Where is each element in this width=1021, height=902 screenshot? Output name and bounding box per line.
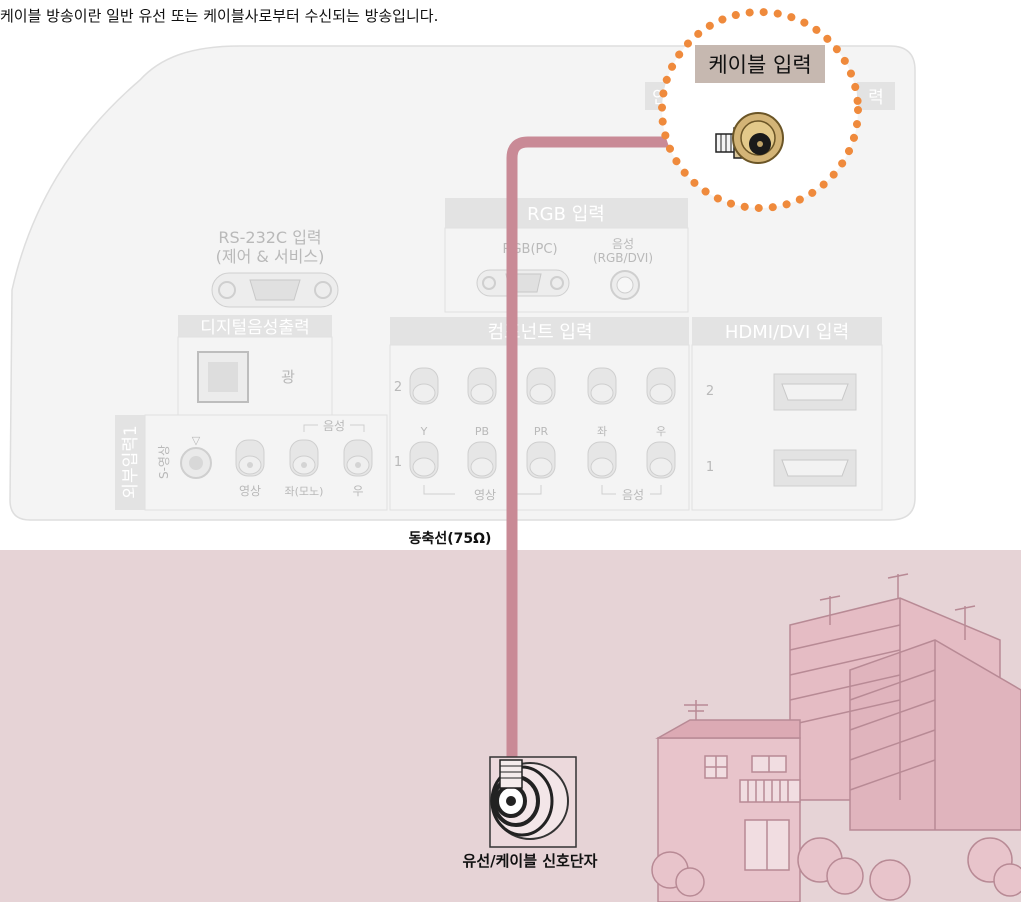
rgb-audio-jack[interactable] [610,270,640,300]
component-video-label: 영상 [474,488,496,502]
component-pb-label: PB [475,425,489,438]
hdmi-title: HDMI/DVI 입력 [725,322,849,343]
component-row1-jacks[interactable] [409,441,676,479]
svg-text:▽: ▽ [192,434,201,447]
component-row2-label: 2 [394,380,402,395]
wall-outlet-jack[interactable] [489,756,577,848]
external1-video-label: 영상 [239,484,261,498]
rgb-audio-label: 음성 [612,237,634,251]
external1-left-label: 좌(모노) [285,485,324,498]
external1-title: 외부입력1 [121,425,141,498]
rgb-audio-sub: (RGB/DVI) [593,251,653,265]
digital-audio-title: 디지털음성출력 [200,318,309,338]
component-right-label: 우 [656,425,666,438]
cable-input-label: 케이블 입력 [708,53,811,77]
rs232c-subtitle: (제어 & 서비스) [216,247,325,266]
component-audio-label: 음성 [622,488,644,502]
apartment-buildings-illustration [651,573,1021,902]
svideo-label: S-영상 [157,445,171,479]
cable-label: 동축선(75Ω) [409,531,492,547]
external1-video-jack[interactable] [235,439,265,477]
rs232c-title: RS-232C 입력 [218,228,321,247]
wall-jack-label: 유선/케이블 신호단자 [463,852,598,870]
rgb-pc-port[interactable] [476,269,570,297]
external1-audio-label: 음성 [323,419,345,433]
component-left-label: 좌 [597,425,607,438]
component-y-label: Y [420,425,428,438]
component-pr-label: PR [534,425,549,438]
external1-audio-right-jack[interactable] [343,439,373,477]
hdmi-port-1[interactable] [773,449,857,487]
component-row1-label: 1 [394,455,402,470]
page-caption: 케이블 방송이란 일반 유선 또는 케이블사로부터 수신되는 방송입니다. [0,7,439,25]
hdmi-port2-label: 2 [706,384,714,399]
coax-cable [506,136,732,768]
hdmi-port-2[interactable] [773,373,857,411]
rs232c-port[interactable] [211,272,339,308]
rgb-title: RGB 입력 [527,204,605,225]
hdmi-port1-label: 1 [706,460,714,475]
hidden-label-right: 력 [868,88,884,108]
cable-input-jack[interactable] [715,112,784,164]
cable-input-callout: 케이블 입력 [658,8,862,212]
external1-right-label: 우 [352,484,363,498]
component-row2-jacks[interactable] [409,367,676,405]
external1-audio-left-jack[interactable] [289,439,319,477]
component-title: 컴포넌트 입력 [487,322,592,343]
optical-label: 광 [281,368,295,386]
